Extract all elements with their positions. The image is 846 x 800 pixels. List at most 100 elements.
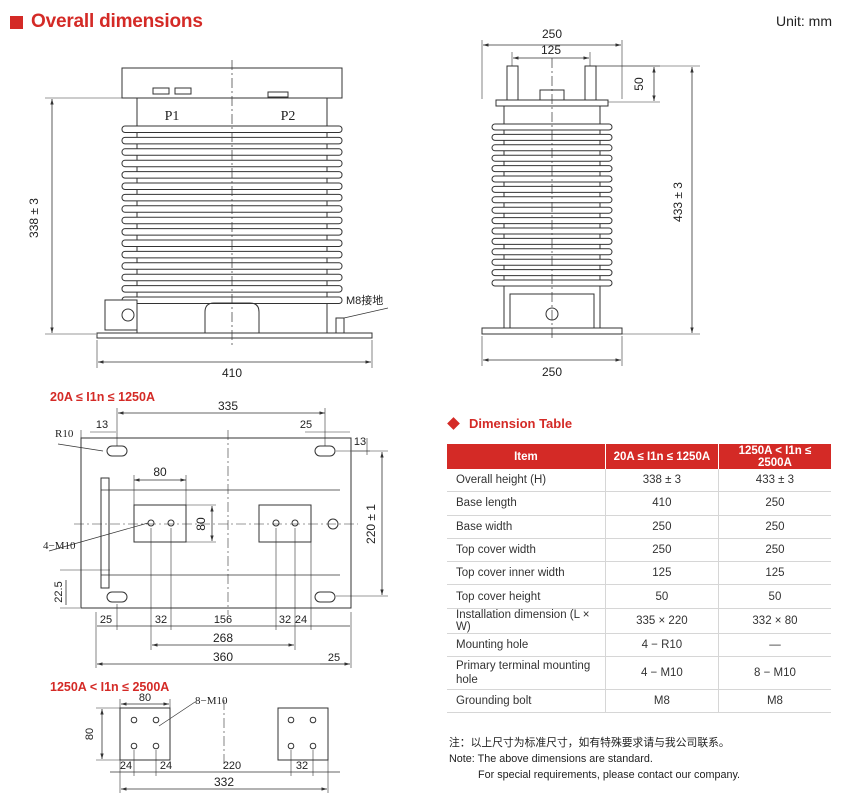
col-header-range1: 20A ≤ I1n ≤ 1250A [605,444,719,469]
table-cell-value: 50 [605,584,719,609]
table-cell-item: Primary terminal mounting hole [447,656,606,691]
plan1-24-dim: 24 [295,614,307,626]
table-cell-item: Overall height (H) [447,469,606,493]
section-header: Overall dimensions [10,11,203,33]
table-cell-value: 250 [605,538,719,563]
plan1-80w-dim: 80 [153,465,167,479]
dimension-table-header: Dimension Table [446,416,572,431]
table-cell-value: 125 [718,561,831,586]
rib-fin [121,125,343,133]
plan2-m10-label: 8−M10 [195,695,228,707]
plan2-24b-dim: 24 [160,760,172,772]
plan1-range-label: 20A ≤ I1n ≤ 1250A [50,390,155,404]
plan-view-2 [96,699,340,793]
table-header-row: Item 20A ≤ I1n ≤ 1250A 1250A < I1n ≤ 250… [447,444,831,469]
table-cell-item: Top cover height [447,584,606,609]
plan2-332-dim: 332 [214,775,234,789]
plan2-range-label: 1250A < I1n ≤ 2500A [50,680,170,694]
table-cell-value: 4 − M10 [605,656,719,691]
side-view [481,40,700,366]
dimension-table: Item 20A ≤ I1n ≤ 1250A 1250A < I1n ≤ 250… [447,444,831,714]
ground-bolt-label: M8接地 [346,294,383,307]
page-title: Overall dimensions [31,11,203,32]
table-cell-value: 250 [718,515,831,539]
plan2-80w-dim: 80 [139,692,151,704]
terminal-p2-label: P2 [281,109,296,124]
table-cell-item: Grounding bolt [447,689,606,714]
table-cell-value: 250 [718,491,831,516]
table-cell-value: M8 [718,689,831,714]
plan1-25-dim: 25 [300,419,312,431]
plan1-13r-dim: 13 [354,436,366,448]
plan1-360-dim: 360 [213,650,233,664]
side-rib-fin [491,123,613,131]
plan1-32b-dim: 32 [279,614,291,626]
plan1-25r-dim: 25 [328,652,340,664]
plan1-22-5-dim: 22.5 [53,581,65,602]
plan-view-1 [48,408,388,668]
table-cell-item: Base length [447,491,606,516]
table-cell-item: Base width [447,515,606,539]
table-cell-value: 50 [718,584,831,609]
table-cell-value: — [718,633,831,658]
table-cell-value: 125 [605,561,719,586]
plan2-32-dim: 32 [296,760,308,772]
plan1-335-dim: 335 [218,399,238,413]
table-cell-item: Top cover inner width [447,561,606,586]
plan1-268-dim: 268 [213,631,233,645]
note-cn: 注：以上尺寸为标准尺寸，如有特殊要求请与我公司联系。 [449,737,730,749]
note-en-2: For special requirements, please contact… [478,769,741,781]
plan2-24a-dim: 24 [120,760,132,772]
table-cell-value: 338 ± 3 [605,469,719,493]
plan1-r10-label: R10 [55,428,74,440]
front-view [45,60,389,368]
terminal-p1-label: P1 [165,109,180,124]
table-cell-value: 4 − R10 [605,633,719,658]
table-cell-value: M8 [605,689,719,714]
side-height-dim: 433 ± 3 [671,182,685,222]
front-base-dim: 410 [222,366,242,380]
table-cell-value: 433 ± 3 [718,469,831,493]
diamond-icon [447,417,460,430]
col-header-range2: 1250A < I1n ≤ 2500A [718,444,831,469]
plan1-220-dim: 220 ± 1 [364,504,378,544]
unit-label: Unit: mm [776,13,832,29]
col-header-item: Item [447,444,606,469]
plan2-220-dim: 220 [223,760,241,772]
plan1-13-dim: 13 [96,419,108,431]
table-cell-value: 250 [718,538,831,563]
table-cell-value: 335 × 220 [605,608,719,634]
table-cell-value: 250 [605,515,719,539]
rib-fin [121,285,343,293]
table-cell-item: Mounting hole [447,633,606,658]
side-base-width-dim: 250 [542,365,562,379]
plan1-32a-dim: 32 [155,614,167,626]
table-cell-item: Installation dimension (L × W) [447,608,606,634]
front-height-dim: 338 ± 3 [27,198,41,238]
header-square-icon [10,15,23,29]
plan2-80h-dim: 80 [84,728,96,740]
plan1-156-dim: 156 [214,614,232,626]
plan1-80h-dim: 80 [194,517,208,531]
table-cell-value: 410 [605,491,719,516]
table-cell-value: 8 − M10 [718,656,831,691]
side-inner-width-dim: 125 [541,43,561,57]
side-top-width-dim: 250 [542,27,562,41]
plan1-m10-label: 4−M10 [43,540,76,552]
table-cell-item: Top cover width [447,538,606,563]
dimension-table-title: Dimension Table [469,416,573,431]
note-en-1: Note: The above dimensions are standard. [449,753,653,765]
table-cell-value: 332 × 80 [718,608,831,634]
side-cover-height-dim: 50 [632,77,646,91]
